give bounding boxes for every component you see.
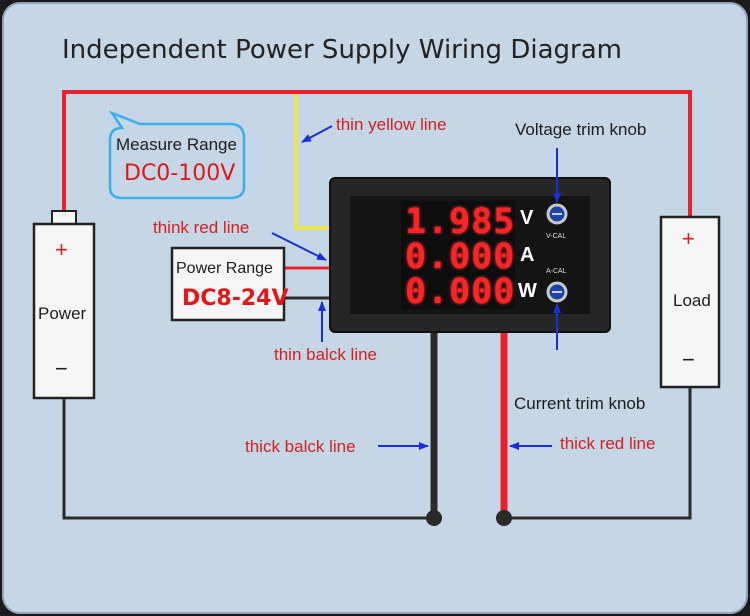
load-box <box>659 215 721 389</box>
meter-screen <box>401 201 515 309</box>
power-range-label: Power Range <box>176 260 273 277</box>
power-label: Power <box>38 304 87 323</box>
think-red-line-label: think red line <box>153 218 250 237</box>
arrow-thin-yellow <box>301 125 333 143</box>
measure-range-value: DC0-100V <box>124 161 236 186</box>
voltage-trim-knob-label: Voltage trim knob <box>515 120 647 139</box>
unit-amps: A <box>520 244 535 266</box>
measure-range-bubble <box>108 110 246 200</box>
black-right-wire <box>504 388 692 520</box>
thick-black-line-label: thick balck line <box>245 437 356 456</box>
red-loop-wire <box>62 90 692 217</box>
unit-watts: W <box>518 280 537 302</box>
power-plus-sign: + <box>55 237 68 262</box>
power-range-value: DC8-24V <box>182 286 289 311</box>
thick-red-line-label: thick red line <box>560 434 656 453</box>
junction-dot-right <box>496 510 512 526</box>
v-cal-label: V-CAL <box>546 233 567 240</box>
junction-dot-left <box>426 510 442 526</box>
current-reading: 0.000 <box>405 237 516 277</box>
arrow-think-red <box>271 232 327 261</box>
load-label: Load <box>673 291 711 310</box>
load-plus-sign: + <box>682 226 695 251</box>
power-range-box <box>170 246 286 322</box>
power-minus-sign: − <box>55 356 68 381</box>
power-reading: 0.000 <box>405 272 516 312</box>
load-minus-sign: − <box>682 347 695 372</box>
measure-range-label: Measure Range <box>116 135 237 154</box>
thin-yellow-wire <box>294 92 330 230</box>
current-trim-knob-label: Current trim knob <box>514 394 646 413</box>
voltage-reading: 1.985 <box>405 202 516 242</box>
diagram-title: Independent Power Supply Wiring Diagram <box>62 35 622 65</box>
thin-black-line-label: thin balck line <box>274 345 378 364</box>
unit-volts: V <box>520 207 534 229</box>
power-battery <box>32 222 96 400</box>
a-cal-label: A-CAL <box>546 268 567 275</box>
thin-yellow-line-label: thin yellow line <box>336 115 447 134</box>
black-bottom-wire <box>62 398 434 520</box>
